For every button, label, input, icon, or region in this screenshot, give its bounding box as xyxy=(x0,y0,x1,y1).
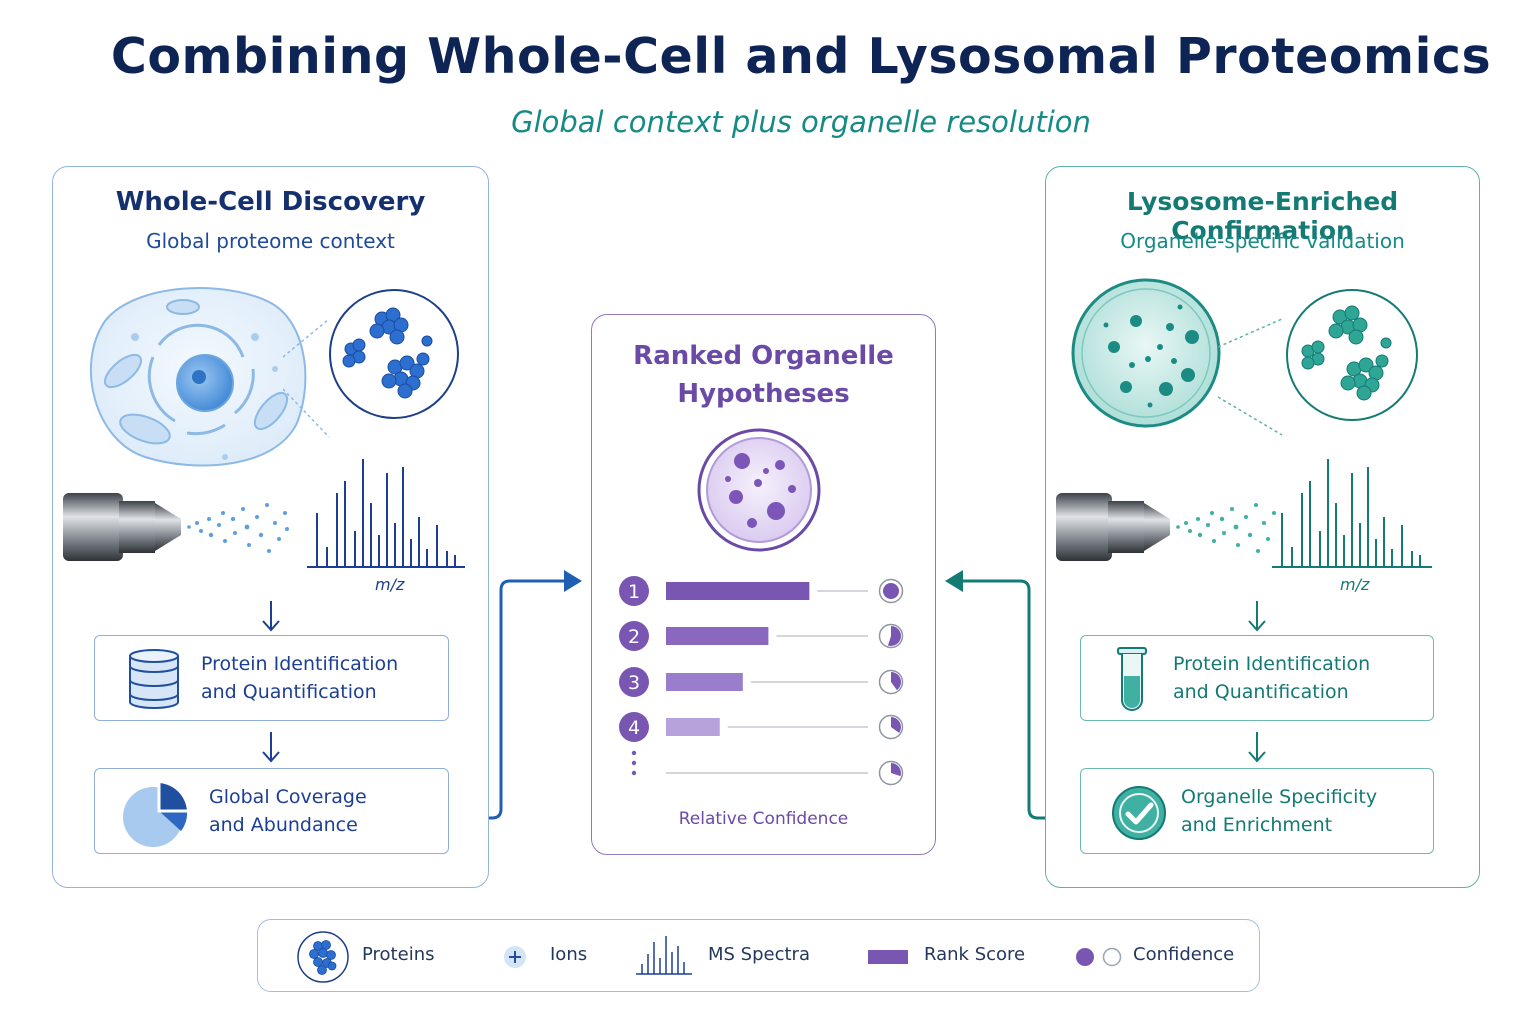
confidence-fill xyxy=(891,672,902,691)
confidence-fill xyxy=(891,717,902,733)
lysosome-icon xyxy=(697,428,821,552)
right-specificity-text: Organelle Specificity and Enrichment xyxy=(1181,786,1378,836)
protein-cluster-icon xyxy=(297,931,349,983)
rank-badge xyxy=(619,712,649,742)
whole-cell-subtitle: Global proteome context xyxy=(146,229,395,253)
legend-label-ions: Ions xyxy=(550,944,588,965)
ellipsis-dot xyxy=(631,760,637,766)
right-arrowhead-icon xyxy=(945,570,963,592)
left-coverage-box: Global Coverage and Abundance xyxy=(94,768,449,854)
left-arrowhead-icon xyxy=(564,570,582,592)
check-circle-icon xyxy=(1112,786,1166,840)
rank-number: 3 xyxy=(628,672,640,694)
whole-cell-icon xyxy=(90,287,307,467)
page-title: Combining Whole-Cell and Lysosomal Prote… xyxy=(110,28,1492,85)
left-to-center-arrow xyxy=(448,579,566,820)
legend-label-rank-score: Rank Score xyxy=(924,944,1026,965)
right-mz-label: m/z xyxy=(1340,575,1370,594)
rank-number: 2 xyxy=(628,626,640,648)
confidence-dots-icon xyxy=(1076,947,1122,967)
right-down-arrow-icon-2 xyxy=(1248,732,1266,763)
confidence-fill xyxy=(883,583,899,599)
right-ms-spectrum xyxy=(1272,459,1432,568)
right-callout-lines xyxy=(1218,318,1283,436)
ellipsis-dot xyxy=(631,770,637,776)
ranked-hypotheses-title: Ranked Organelle Hypotheses xyxy=(633,341,894,409)
left-identification-text: Protein Identification and Quantificatio… xyxy=(201,653,399,703)
legend-label-ms-spectra: MS Spectra xyxy=(708,944,810,965)
pie-chart-icon xyxy=(123,783,188,847)
page-subtitle: Global context plus organelle resolution xyxy=(511,105,1091,139)
teal-spray-nozzle-icon xyxy=(1056,493,1276,561)
protein-cluster-icon xyxy=(329,289,459,419)
ranked-list: 1 2 3 4 xyxy=(619,576,904,786)
whole-cell-title: Whole-Cell Discovery xyxy=(115,187,426,217)
rank-score-bar xyxy=(666,673,743,691)
lysosome-fraction-icon xyxy=(1071,278,1221,428)
left-callout-lines xyxy=(283,318,330,438)
lysosome-subtitle: Organelle-specific validation xyxy=(1120,229,1405,253)
ellipsis-dot xyxy=(631,750,637,756)
rank-badge xyxy=(619,667,649,697)
right-identification-text: Protein Identification and Quantificatio… xyxy=(1173,653,1371,703)
rank-score-bar xyxy=(666,627,769,645)
legend-label-confidence: Confidence xyxy=(1133,944,1235,965)
right-down-arrow-icon xyxy=(1248,601,1266,632)
ranked-hypotheses-panel: Ranked Organelle Hypotheses 1 2 3 4 Relativ… xyxy=(591,314,936,855)
right-identification-box: Protein Identification and Quantificatio… xyxy=(1080,635,1434,721)
whole-cell-panel: Whole-Cell Discovery Global proteome con… xyxy=(52,166,489,888)
lysosome-panel: Lysosome-Enriched Confirmation Organelle… xyxy=(1045,166,1480,888)
confidence-fill xyxy=(891,763,901,777)
right-to-center-arrow xyxy=(962,579,1080,820)
teal-protein-cluster-icon xyxy=(1286,289,1418,421)
left-coverage-text: Global Coverage and Abundance xyxy=(209,786,367,836)
left-mz-label: m/z xyxy=(375,575,405,594)
spectrum-icon xyxy=(636,936,692,975)
left-down-arrow-icon-2 xyxy=(262,732,280,763)
left-down-arrow-icon xyxy=(262,601,280,632)
rank-number: 1 xyxy=(628,581,640,603)
rank-badge xyxy=(619,576,649,606)
rank-number: 4 xyxy=(628,717,640,739)
lysosome-title: Lysosome-Enriched Confirmation xyxy=(1126,187,1399,245)
database-icon xyxy=(129,649,179,709)
rank-badge xyxy=(619,621,649,651)
legend-label-proteins: Proteins xyxy=(362,944,435,965)
confidence-fill xyxy=(887,626,902,646)
test-tube-icon xyxy=(1117,647,1147,711)
spray-nozzle-icon xyxy=(63,493,289,561)
rank-score-bar xyxy=(666,582,810,600)
right-specificity-box: Organelle Specificity and Enrichment xyxy=(1080,768,1434,854)
legend: Proteins Ions MS Spectra Rank Score Conf… xyxy=(257,919,1260,992)
rank-bar-icon xyxy=(868,950,908,964)
rank-score-bar xyxy=(666,718,720,736)
ion-plus-icon xyxy=(504,946,526,968)
relative-confidence-label: Relative Confidence xyxy=(678,809,849,829)
left-ms-spectrum xyxy=(307,459,465,568)
left-identification-box: Protein Identification and Quantificatio… xyxy=(94,635,449,721)
